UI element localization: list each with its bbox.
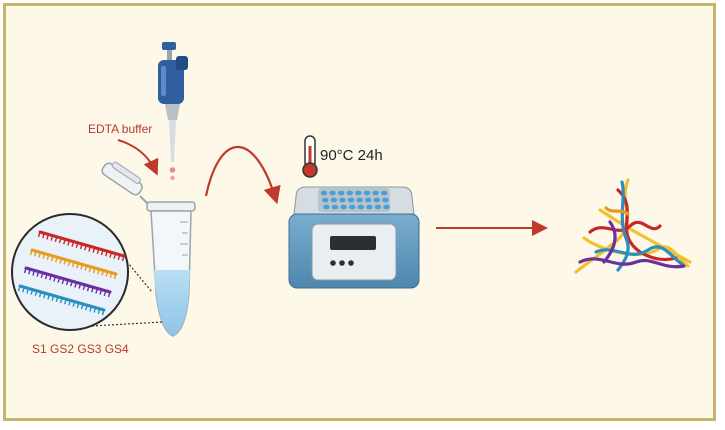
dna-network-icon xyxy=(574,178,692,274)
sample-wells xyxy=(320,190,390,210)
pipette-icon xyxy=(158,42,188,181)
sample-well xyxy=(338,190,345,196)
heat-block-icon xyxy=(288,186,420,289)
sample-well xyxy=(355,190,362,196)
curved-arrow-to-incubator xyxy=(204,145,281,205)
strand-gs2 xyxy=(29,248,118,280)
strand-s1 xyxy=(37,230,126,262)
strand-names-label: S1 GS2 GS3 GS4 xyxy=(32,342,129,356)
sample-well xyxy=(374,204,382,210)
strand-gs3 xyxy=(23,266,112,298)
sample-well xyxy=(382,197,389,203)
sample-well xyxy=(346,190,353,196)
sample-well xyxy=(372,190,379,196)
sample-well xyxy=(357,204,364,210)
sample-well xyxy=(330,197,337,203)
sample-well xyxy=(339,197,346,203)
sample-well xyxy=(356,197,363,203)
sample-well xyxy=(323,204,330,210)
sample-well xyxy=(331,204,339,210)
incubation-condition-label: 90°C 24h xyxy=(320,147,383,164)
sample-well xyxy=(340,204,347,210)
sample-well xyxy=(322,197,329,203)
sample-well xyxy=(347,197,355,203)
thermometer-icon xyxy=(302,135,318,178)
sample-well xyxy=(383,204,390,210)
strand-gs4 xyxy=(17,284,106,316)
microtube-icon xyxy=(101,161,196,337)
sample-well xyxy=(329,190,336,196)
sample-well xyxy=(381,190,388,196)
sample-well xyxy=(349,204,356,210)
sample-well xyxy=(365,197,372,203)
edta-arrow xyxy=(117,139,159,176)
edta-buffer-label: EDTA buffer xyxy=(88,122,152,136)
sample-well xyxy=(366,204,373,210)
magnifier-inset-icon xyxy=(11,213,163,331)
sample-well xyxy=(363,190,371,196)
sample-well xyxy=(373,197,380,203)
ssdna-strands xyxy=(17,230,126,316)
sample-well xyxy=(320,190,328,196)
